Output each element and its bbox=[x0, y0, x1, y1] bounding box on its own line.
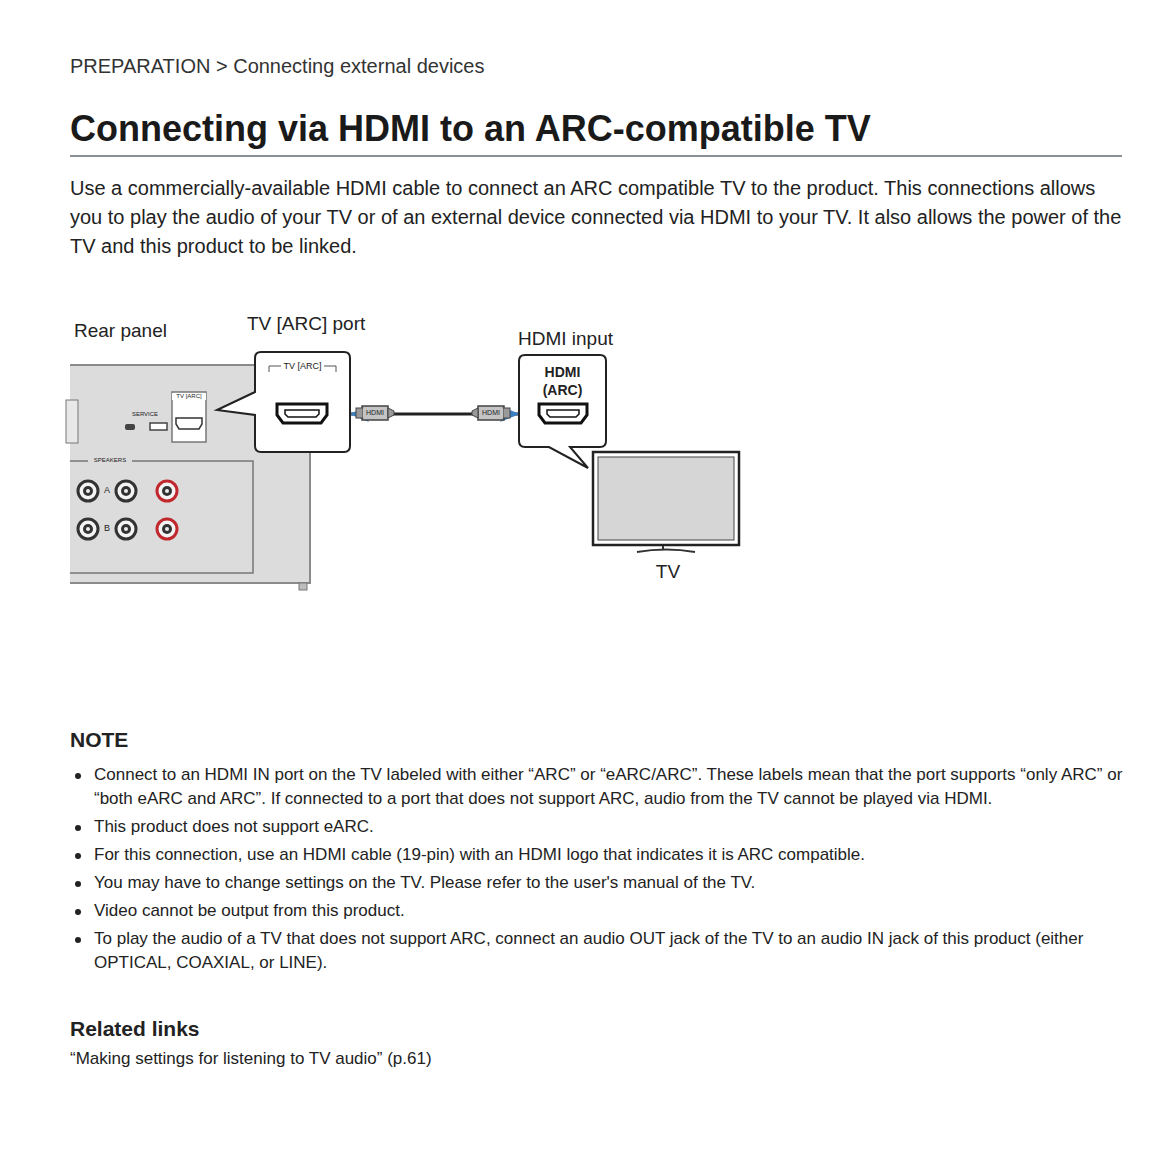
port-callout: HDMI inputHDMI (ARC) bbox=[519, 355, 606, 447]
tv-set: TV bbox=[593, 452, 739, 545]
intro-text: Use a commercially-available HDMI cable … bbox=[70, 174, 1130, 261]
note-item: For this connection, use an HDMI cable (… bbox=[94, 843, 1134, 867]
hdmi-plug bbox=[356, 406, 394, 420]
page-title: Connecting via HDMI to an ARC-compatible… bbox=[70, 108, 1130, 150]
title-rule bbox=[70, 155, 1122, 157]
note-item: You may have to change settings on the T… bbox=[94, 871, 1134, 895]
breadcrumb: PREPARATION > Connecting external device… bbox=[70, 53, 970, 79]
plug-label: HDMI bbox=[363, 408, 387, 418]
note-item: This product does not support eARC. bbox=[94, 815, 1134, 839]
part-label: Rear panel bbox=[74, 319, 214, 342]
speaker-terminal bbox=[157, 519, 177, 539]
link-text: “Making settings for listening to TV aud… bbox=[70, 1047, 770, 1071]
port-callout: TV [ARC] portTV [ARC] bbox=[255, 352, 350, 452]
port-label: TV [ARC] bbox=[172, 393, 206, 400]
part-label: TV bbox=[653, 560, 683, 583]
section-heading: Related links bbox=[70, 1016, 370, 1042]
port-label: HDMI (ARC) bbox=[535, 363, 590, 399]
note-item: Connect to an HDMI IN port on the TV lab… bbox=[94, 763, 1134, 811]
part-label: TV [ARC] port bbox=[247, 312, 397, 335]
channel-label: B bbox=[101, 523, 113, 534]
speaker-terminal bbox=[116, 519, 136, 539]
speaker-terminal bbox=[116, 481, 136, 501]
speaker-terminal bbox=[78, 519, 98, 539]
speaker-terminal bbox=[157, 481, 177, 501]
port-label: TV [ARC] bbox=[283, 361, 322, 372]
part-label: HDMI input bbox=[518, 327, 638, 350]
hdmi-plug bbox=[472, 406, 510, 420]
note-list: Connect to an HDMI IN port on the TV lab… bbox=[94, 763, 1134, 979]
note-item: Video cannot be output from this product… bbox=[94, 899, 1134, 923]
note-heading: NOTE bbox=[70, 727, 270, 753]
note-item: To play the audio of a TV that does not … bbox=[94, 927, 1134, 975]
channel-label: A bbox=[101, 485, 113, 496]
port-label: SERVICE bbox=[125, 411, 165, 418]
tv-outline bbox=[593, 452, 739, 545]
speaker-terminal bbox=[78, 481, 98, 501]
plug-label: HDMI bbox=[479, 408, 503, 418]
section-label: SPEAKERS bbox=[89, 457, 131, 464]
